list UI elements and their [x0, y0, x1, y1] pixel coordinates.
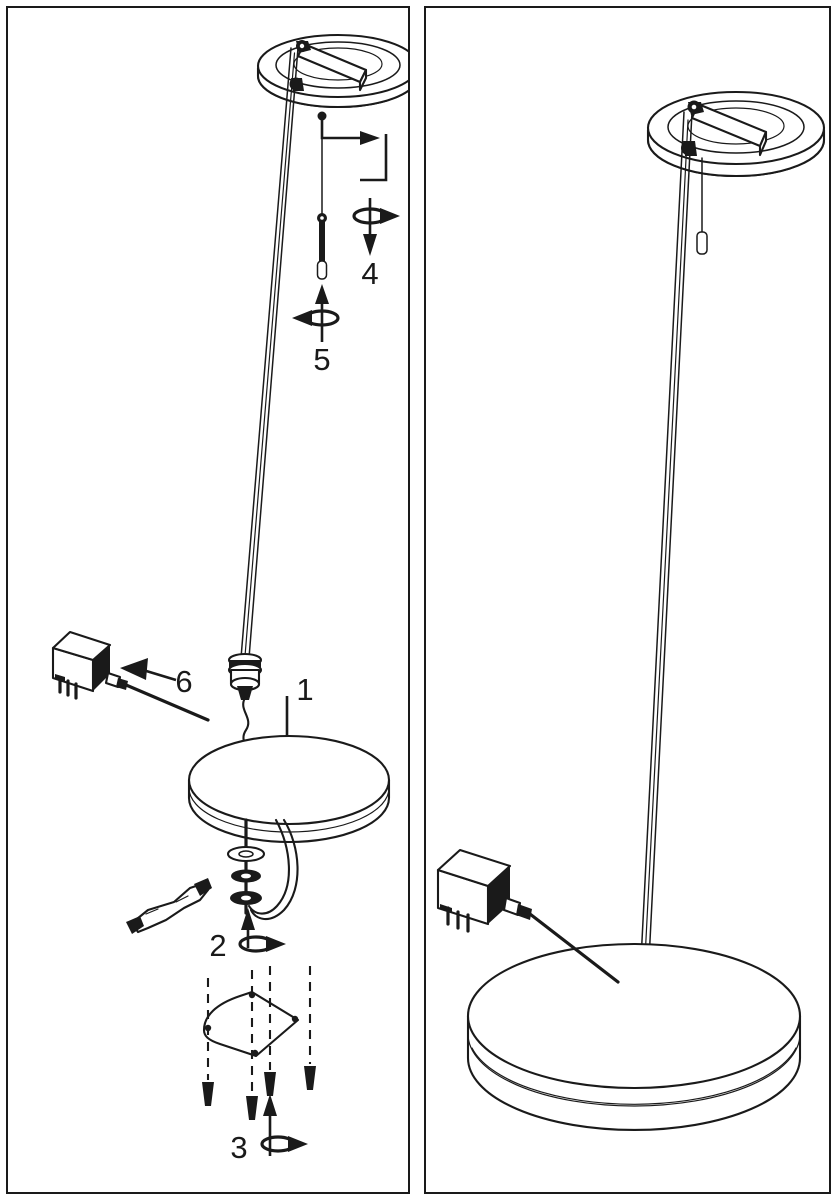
power-cable [528, 912, 620, 984]
power-adapter-assembly: 6 [51, 630, 210, 722]
weight-plate-screws [202, 966, 316, 1120]
step-label-4: 4 [361, 256, 378, 291]
adapter-prongs [58, 676, 78, 700]
lamp-stem-pole [240, 47, 299, 659]
step-3-indicator: 3 [230, 1094, 308, 1165]
panel-assembled-view [424, 6, 831, 1194]
screw-4 [304, 1066, 316, 1090]
power-adapter-assembly [436, 848, 620, 984]
step-2-indicator: 2 [209, 908, 286, 963]
threaded-rod-and-washers [226, 818, 299, 921]
lamp-stem-pole [639, 111, 693, 981]
step-label-6: 6 [175, 664, 192, 699]
screw-2 [246, 1096, 258, 1120]
power-adapter-brick [51, 630, 112, 700]
step-label-1: 1 [296, 672, 313, 707]
step-5-indicator: 5 [292, 137, 340, 377]
step-4-indicator: 4 [317, 111, 400, 291]
power-cable [124, 683, 210, 722]
panel-exploded-view: 4 5 [6, 6, 410, 1194]
screw-1 [202, 1082, 214, 1106]
assembly-wrench [126, 878, 212, 934]
power-adapter-plug [502, 896, 532, 920]
rotation-arrow-cw-step4 [352, 198, 400, 256]
step-label-3: 3 [230, 1130, 247, 1165]
step-label-2: 2 [209, 928, 226, 963]
power-adapter-brick [436, 848, 512, 933]
stem-pin [696, 157, 708, 255]
screw-3 [264, 1072, 276, 1096]
head-pivot-knuckle [289, 40, 311, 91]
round-base-disc [187, 734, 391, 844]
rotation-arrow-ccw-step5 [292, 284, 340, 342]
stem-collar-ferrule [227, 652, 263, 700]
step-label-5: 5 [313, 342, 330, 377]
round-base-disc [466, 942, 802, 1132]
washer-stack [226, 845, 266, 905]
power-adapter-plug [104, 671, 128, 690]
